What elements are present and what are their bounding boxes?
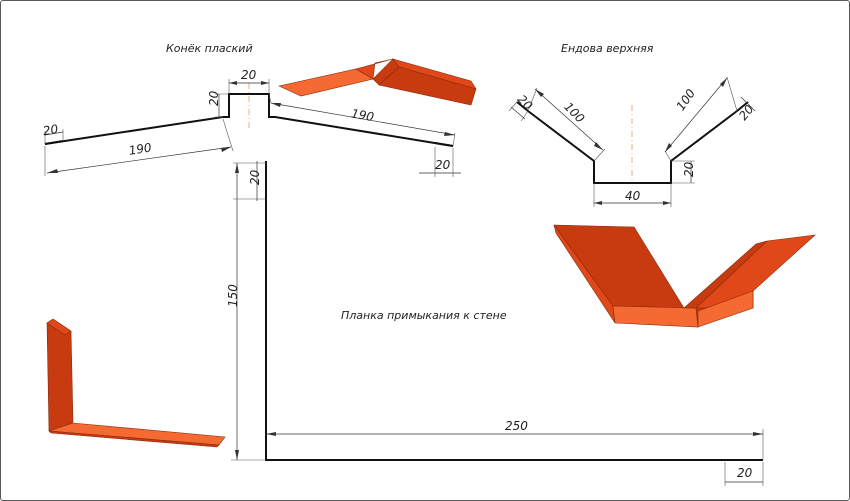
valley-right-hem-label: 20 xyxy=(736,102,757,123)
wall-3d-model xyxy=(46,318,226,448)
ridge-right-hem-label: 20 xyxy=(435,158,451,172)
valley-left-wing-label: 100 xyxy=(561,100,587,126)
valley-3d-model xyxy=(553,224,816,328)
valley-side-label: 20 xyxy=(682,161,696,177)
valley-left-hem-label: 20 xyxy=(515,92,536,113)
wall-height-label: 150 xyxy=(226,284,240,307)
wall-length-label: 250 xyxy=(505,419,528,433)
ridge-right-slope-label: 190 xyxy=(350,106,375,124)
valley-dimensions xyxy=(508,76,756,207)
valley-base-label: 40 xyxy=(625,189,641,203)
wall-bottom-hem-label: 20 xyxy=(737,466,753,480)
valley-profile xyxy=(516,101,749,184)
ridge-title: Конёк плаский xyxy=(166,42,253,55)
wall-title: Планка примыкания к стене xyxy=(341,309,507,322)
wall-top-hem-label: 20 xyxy=(248,169,262,185)
ridge-dimensions xyxy=(44,79,461,177)
wall-dimensions xyxy=(231,161,764,486)
valley-right-wing-label: 100 xyxy=(674,86,699,113)
ridge-3d-model xyxy=(278,58,477,106)
valley-title: Ендова верхняя xyxy=(561,42,654,55)
ridge-profile xyxy=(44,93,454,147)
ridge-left-hem-label: 20 xyxy=(42,122,60,138)
ridge-top-label: 20 xyxy=(241,68,257,82)
ridge-height-label: 20 xyxy=(207,90,221,106)
ridge-left-slope-label: 190 xyxy=(128,140,153,157)
